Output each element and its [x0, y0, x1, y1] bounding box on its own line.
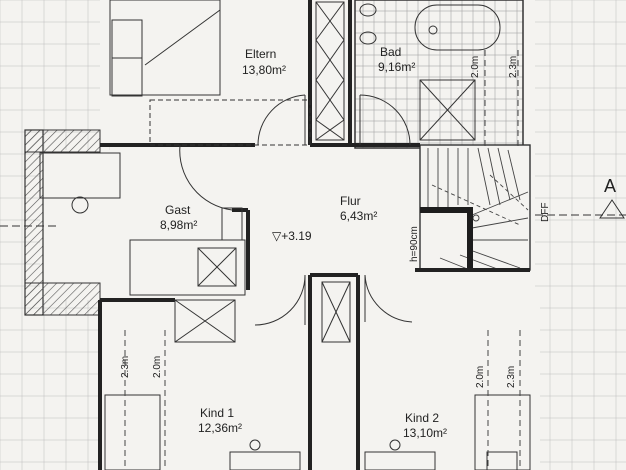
- label-gast-name: Gast: [165, 203, 191, 217]
- dim-label-top-1: 2.0m: [470, 56, 481, 78]
- dim-label-top-2: 2.3m: [508, 56, 519, 78]
- furniture: [39, 0, 531, 470]
- label-flur-area: 6,43m²: [340, 209, 377, 223]
- dim-label-kind2-2: 2.3m: [506, 366, 517, 388]
- label-kind2-area: 13,10m²: [403, 426, 447, 440]
- label-gast-area: 8,98m²: [160, 218, 197, 232]
- bathroom-tiles: [355, 0, 523, 148]
- label-kind2-name: Kind 2: [405, 411, 439, 425]
- dim-label-kind2-1: 2.0m: [475, 366, 486, 388]
- dim-label-kind1-1: 2.3m: [120, 356, 131, 378]
- label-eltern-name: Eltern: [245, 47, 276, 61]
- label-kind1-name: Kind 1: [200, 406, 234, 420]
- section-line-a: [0, 199, 626, 227]
- label-bad-name: Bad: [380, 45, 401, 59]
- roof-area-right: [535, 0, 626, 470]
- installation-shafts: [174, 1, 351, 343]
- roof-slope-lines: [124, 50, 521, 470]
- dim-label-kind1-2: 2.0m: [152, 356, 163, 378]
- section-mark-a: A: [604, 176, 616, 196]
- label-flur-name: Flur: [340, 194, 361, 208]
- dff-label: DFF: [540, 203, 551, 222]
- level-marker: ▽+3.19: [272, 229, 312, 243]
- label-kind1-area: 12,36m²: [198, 421, 242, 435]
- room-eltern-floor: [100, 0, 310, 145]
- label-bad-area: 9,16m²: [378, 60, 415, 74]
- label-eltern-area: 13,80m²: [242, 63, 286, 77]
- stair-height-label: h=90cm: [409, 226, 420, 262]
- stair-handrail-wall: [420, 207, 473, 270]
- door-swings: [179, 94, 413, 326]
